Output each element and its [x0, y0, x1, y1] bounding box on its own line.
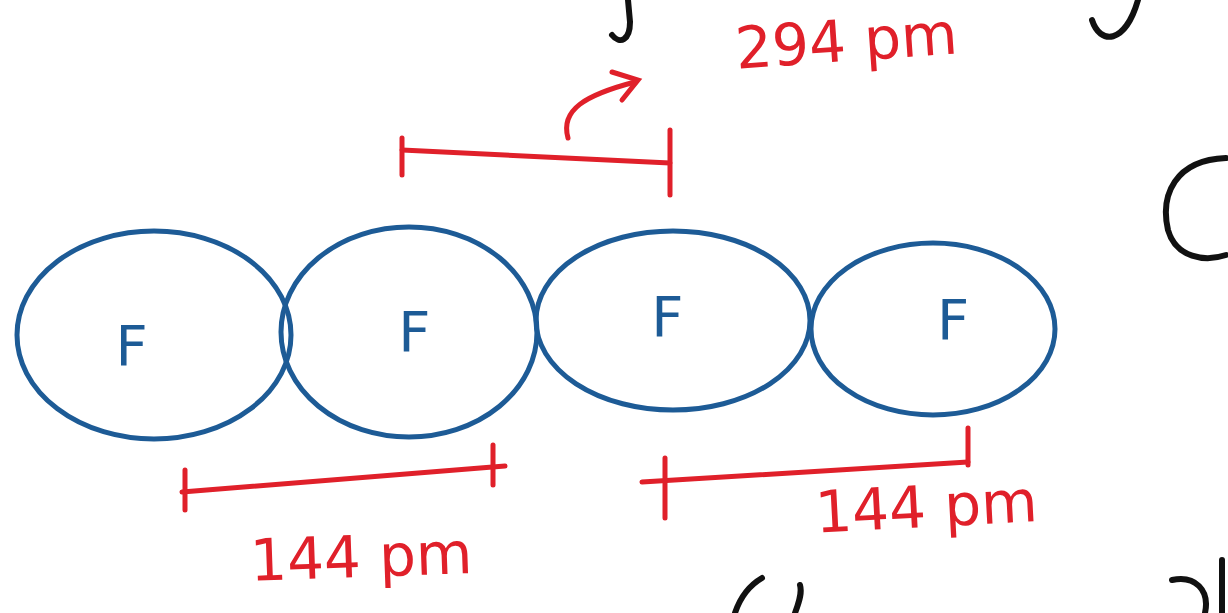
atom-symbol: F	[398, 304, 430, 360]
dimension-label: 144 pm	[249, 524, 473, 590]
dimension-tick	[663, 458, 668, 518]
dimension-tick	[491, 445, 496, 485]
pen-stroke	[612, 0, 630, 40]
atom-outline	[808, 240, 1058, 418]
dimension-label: 294 pm	[733, 4, 959, 77]
electron-cloud	[281, 227, 537, 437]
pen-stroke	[1092, 0, 1138, 37]
fluorine-atom: F	[278, 224, 540, 440]
electron-cloud	[17, 231, 291, 439]
atom-symbol: F	[115, 318, 147, 374]
atom-symbol: F	[651, 289, 683, 345]
atom-symbol: F	[937, 292, 969, 348]
dimension-tick	[400, 138, 405, 175]
electron-cloud	[811, 243, 1055, 415]
dimension-tick	[668, 130, 673, 195]
dimension-tick	[966, 428, 971, 465]
electron-cloud	[536, 231, 810, 410]
bond-span-line	[402, 150, 670, 163]
dimension-lines	[182, 72, 968, 518]
pen-stroke	[1219, 560, 1225, 613]
bond-length-line	[182, 466, 505, 492]
stray-marks	[612, 0, 1226, 613]
pen-stroke	[735, 578, 762, 613]
dimension-tick	[183, 470, 188, 510]
fluorine-atom: F	[808, 240, 1058, 418]
fluorine-atom: F	[14, 228, 294, 442]
dimension-label: 144 pm	[814, 472, 1039, 542]
pen-stroke	[795, 585, 801, 613]
pointer-arrow	[567, 82, 635, 138]
pen-stroke	[1172, 579, 1206, 613]
arrow-head	[612, 72, 638, 100]
fluorine-atom: F	[533, 228, 813, 413]
atom-outline	[14, 228, 294, 442]
pen-stroke	[1166, 158, 1226, 258]
